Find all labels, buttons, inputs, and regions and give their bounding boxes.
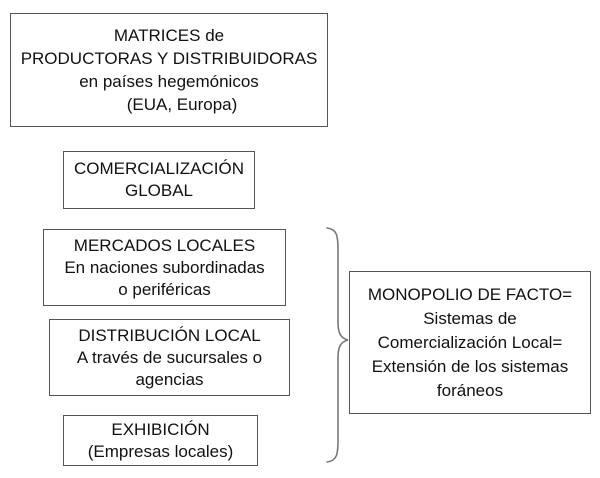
mercados-line-1: MERCADOS LOCALES [73, 235, 256, 255]
brace-path [326, 227, 349, 463]
matrices-line-1: MATRICES de [113, 26, 225, 45]
monopolio-line-3: Comercialización Local= [377, 332, 563, 352]
mercados-line-3: o periféricas [118, 279, 211, 299]
monopolio-line-5: foráneos [436, 380, 504, 400]
monopolio-de-facto-box: MONOPOLIO DE FACTO= Sistemas de Comercia… [349, 271, 591, 414]
monopolio-line-4: Extensión de los sistemas [371, 356, 569, 376]
comercializacion-line-2: GLOBAL [124, 181, 194, 200]
comercializacion-line-1: COMERCIALIZACIÓN [73, 159, 245, 178]
mercados-locales-box: MERCADOS LOCALES En naciones subordinada… [43, 229, 286, 306]
exhibicion-box: EXHIBICIÓN (Empresas locales) [63, 415, 258, 466]
comercializacion-global-box: COMERCIALIZACIÓN GLOBAL [63, 151, 255, 209]
matrices-line-4: (EUA, Europa) [126, 95, 238, 114]
distribucion-line-1: DISTRIBUCIÓN LOCAL [78, 325, 261, 345]
matrices-line-2: PRODUCTORAS Y DISTRIBUIDORAS [20, 49, 318, 68]
monopolio-line-2: Sistemas de [423, 308, 517, 328]
distribucion-line-2: A través de sucursales o [76, 347, 263, 367]
matrices-box: MATRICES de PRODUCTORAS Y DISTRIBUIDORAS… [10, 13, 328, 127]
mercados-line-2: En naciones subordinadas [64, 257, 265, 277]
exhibicion-line-2: (Empresas locales) [87, 441, 234, 461]
matrices-line-3: en países hegemónicos [79, 72, 259, 91]
distribucion-local-box: DISTRIBUCIÓN LOCAL A través de sucursale… [49, 319, 290, 396]
distribucion-line-3: agencias [135, 369, 204, 389]
exhibicion-line-1: EXHIBICIÓN [111, 419, 210, 439]
monopolio-line-1: MONOPOLIO DE FACTO= [367, 284, 573, 304]
